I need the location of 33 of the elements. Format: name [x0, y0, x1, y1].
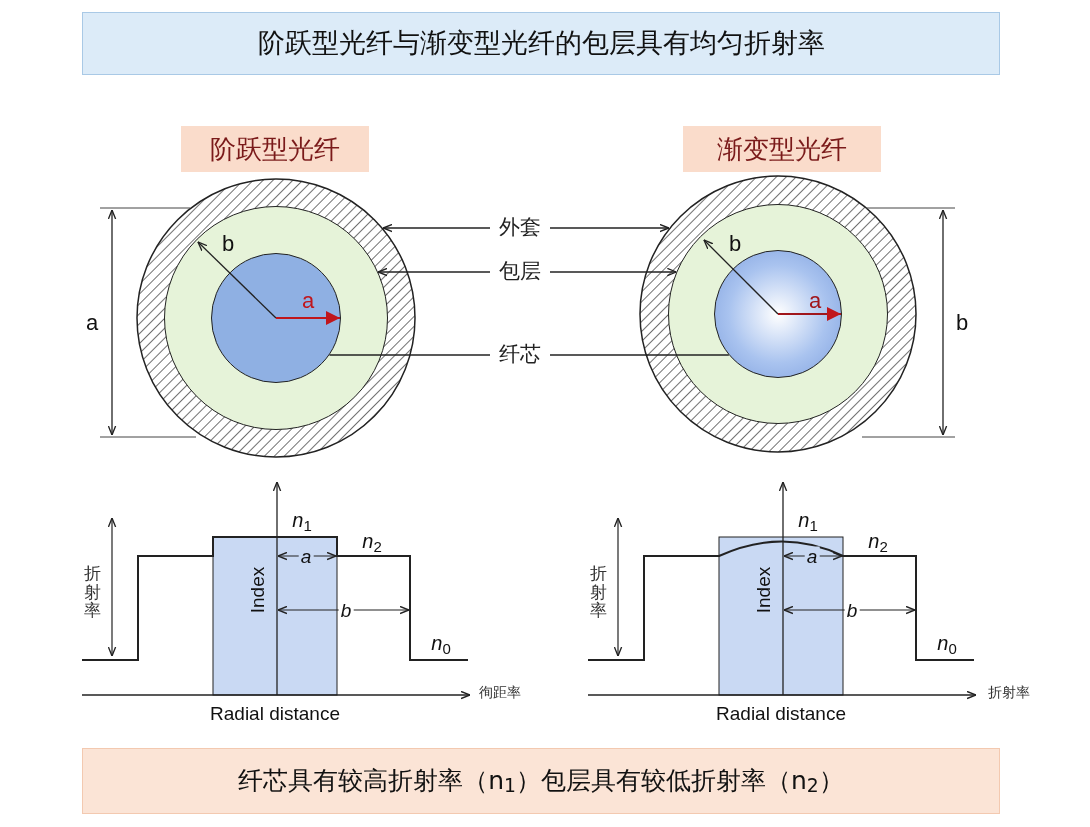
axis-label: Index	[751, 566, 775, 614]
leader-line	[549, 267, 677, 277]
radius-label: b	[221, 229, 235, 258]
dimension-label: b	[955, 308, 969, 337]
caption-banner: 纤芯具有较高折射率（n$_{1}$）包层具有较低折射率（n$_{2}$）	[82, 748, 1000, 814]
axis-label: Radial distance	[210, 701, 340, 726]
index-symbol: n$_{0}$	[431, 631, 451, 658]
leader-line	[549, 223, 670, 233]
index-symbol: n$_{2}$	[868, 529, 888, 556]
radius-label: a	[808, 286, 822, 315]
radius-label: b	[728, 229, 742, 258]
hatched-jacket-ring	[639, 175, 917, 453]
axis-label: 徇距率	[479, 682, 521, 702]
index-symbol: n$_{0}$	[937, 631, 957, 658]
axis-label: 折射率	[83, 563, 101, 621]
fiber-type-header: 渐变型光纤	[683, 126, 881, 172]
fiber-type-header: 阶跃型光纤	[181, 126, 369, 172]
leader-line	[328, 354, 491, 356]
index-symbol: n$_{2}$	[362, 529, 382, 556]
title-banner: 阶跃型光纤与渐变型光纤的包层具有均匀折射率	[82, 12, 1000, 75]
axis-label: Radial distance	[716, 701, 846, 726]
dimension-label: a	[85, 308, 99, 337]
radius-label: a	[301, 286, 315, 315]
axis-label: Index	[245, 566, 269, 614]
axis-label: 折射率	[988, 682, 1030, 702]
leader-line	[549, 354, 730, 356]
index-symbol: n$_{1}$	[798, 508, 818, 535]
index-symbol: n$_{1}$	[292, 508, 312, 535]
leader-line	[382, 223, 491, 233]
axis-label: 折射率	[589, 563, 607, 621]
hatched-jacket-ring	[136, 178, 416, 458]
dimension-label: a	[804, 546, 820, 566]
leader-line	[377, 267, 491, 277]
